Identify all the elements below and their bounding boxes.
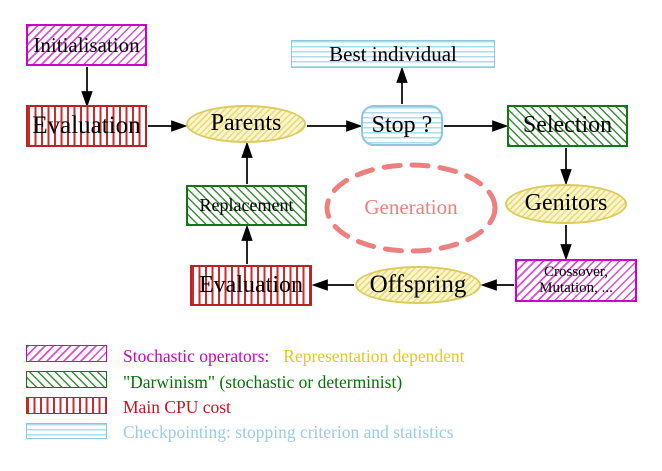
legend-line-checkpointing: Checkpointing: stopping criterion and st…	[123, 422, 454, 443]
arrowhead	[241, 224, 253, 241]
legend-line-cpu: Main CPU cost	[123, 397, 231, 418]
node-evaluation-top: Evaluation	[26, 105, 147, 147]
legend-checkpointing-label: Checkpointing: stopping criterion and st…	[123, 422, 454, 442]
legend-stochastic-label: Stochastic operators:	[123, 346, 270, 366]
legend-cpu-label: Main CPU cost	[123, 397, 231, 417]
legend-swatch-darwinism	[26, 371, 107, 388]
generation-label: Generation	[364, 195, 458, 219]
legend-representation-label: Representation dependent	[283, 346, 465, 366]
arrowhead	[492, 120, 509, 132]
node-replacement-label: Replacement	[199, 195, 294, 216]
node-selection: Selection	[507, 105, 628, 147]
node-crossover-mutation: Crossover, Mutation, ...	[515, 259, 637, 302]
node-selection-label: Selection	[522, 112, 613, 139]
legend-darwinism-label: "Darwinism" (stochastic or determinist)	[123, 372, 403, 392]
arrowhead	[480, 279, 497, 291]
legend-line-stochastic: Stochastic operators: Representation depe…	[123, 346, 465, 367]
node-initialisation: Initialisation	[26, 24, 147, 66]
node-genitors: Genitors	[505, 184, 627, 224]
node-evaluation-top-label: Evaluation	[32, 111, 141, 139]
node-crossover-line1: Crossover,	[544, 263, 608, 280]
node-initialisation-label: Initialisation	[33, 32, 140, 57]
arrowhead	[311, 279, 328, 291]
arrowhead	[560, 169, 572, 186]
node-offspring-label: Offspring	[369, 270, 467, 298]
node-parents-label: Parents	[210, 110, 282, 137]
node-stop-label: Stop ?	[371, 111, 433, 138]
node-offspring: Offspring	[355, 266, 481, 304]
arrowhead	[171, 120, 188, 132]
node-crossover-line2: Mutation, ...	[539, 279, 613, 296]
node-best-individual: Best individual	[291, 40, 495, 68]
arrowhead	[560, 244, 572, 261]
node-genitors-label: Genitors	[524, 190, 608, 217]
node-replacement: Replacement	[186, 185, 307, 226]
legend-swatch-cpu-cost	[26, 397, 107, 414]
arrowhead	[81, 91, 93, 108]
node-parents: Parents	[186, 105, 306, 143]
legend-line-darwinism: "Darwinism" (stochastic or determinist)	[123, 372, 402, 393]
node-evaluation-bottom-label: Evaluation	[199, 271, 303, 298]
arrowhead	[346, 120, 363, 132]
node-evaluation-bottom: Evaluation	[190, 265, 312, 306]
arrowhead	[241, 141, 253, 158]
arrowhead	[396, 66, 408, 83]
legend-swatch-stochastic-operators	[26, 345, 107, 362]
legend-swatch-checkpointing	[26, 423, 107, 439]
node-stop: Stop ?	[361, 105, 443, 146]
node-best-individual-label: Best individual	[329, 41, 457, 66]
